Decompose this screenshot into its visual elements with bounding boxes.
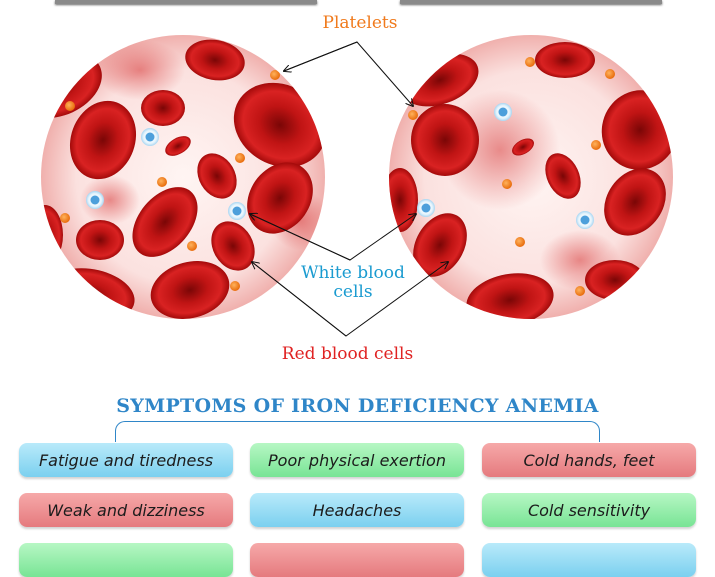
platelet xyxy=(605,69,615,79)
top-divider-left xyxy=(55,0,317,4)
white-blood-cell xyxy=(576,211,594,229)
red-cells-pointer-left xyxy=(252,262,347,337)
platelet xyxy=(575,286,585,296)
red-blood-cell xyxy=(211,221,255,271)
title-bracket xyxy=(115,421,600,442)
platelets-pointer xyxy=(283,41,413,106)
red-blood-cell xyxy=(69,100,137,180)
red-blood-cell xyxy=(247,162,313,234)
platelet xyxy=(408,110,418,120)
red-blood-cell xyxy=(585,260,645,300)
red-blood-cell xyxy=(165,136,191,156)
red-blood-cell xyxy=(389,168,418,232)
white-blood-cells-label: White blood cells xyxy=(288,264,418,302)
red-blood-cell xyxy=(132,187,198,257)
symptom-partial-1 xyxy=(19,543,233,577)
white-blood-cells-label-line2: cells xyxy=(333,282,373,302)
symptom-poor-exertion: Poor physical exertion xyxy=(250,443,464,477)
red-blood-cell xyxy=(185,39,245,81)
right-blood-sample xyxy=(389,35,673,319)
symptom-partial-2 xyxy=(250,543,464,577)
symptom-headaches: Headaches xyxy=(250,493,464,527)
platelet xyxy=(502,179,512,189)
red-blood-cell xyxy=(545,153,581,199)
white-blood-cell xyxy=(417,199,435,217)
symptom-cold-sensitivity: Cold sensitivity xyxy=(482,493,696,527)
white-cells-pointer-left xyxy=(250,214,351,261)
pointer-lines xyxy=(250,41,448,337)
platelet xyxy=(60,213,70,223)
white-blood-cell xyxy=(228,202,246,220)
platelet xyxy=(235,153,245,163)
platelet xyxy=(157,177,167,187)
red-blood-cell xyxy=(411,104,479,176)
platelets-pointer-left xyxy=(284,41,358,71)
white-blood-cell xyxy=(494,103,512,121)
red-blood-cell xyxy=(233,82,325,168)
platelet xyxy=(515,237,525,247)
platelet xyxy=(525,57,535,67)
platelet xyxy=(230,281,240,291)
white-blood-cell xyxy=(141,128,159,146)
platelet xyxy=(591,140,601,150)
white-blood-cell xyxy=(86,191,104,209)
red-blood-cell xyxy=(512,138,534,156)
symptom-cold-hands: Cold hands, feet xyxy=(482,443,696,477)
red-blood-cell xyxy=(150,261,230,319)
platelet xyxy=(187,241,197,251)
left-blood-sample xyxy=(41,35,325,319)
platelet xyxy=(65,101,75,111)
symptom-fatigue: Fatigue and tiredness xyxy=(19,443,233,477)
symptoms-title: SYMPTOMS OF IRON DEFICIENCY ANEMIA xyxy=(116,395,599,417)
red-blood-cell xyxy=(197,153,237,199)
white-blood-cells-label-line1: White blood xyxy=(301,263,405,283)
red-blood-cell xyxy=(413,213,467,277)
symptom-weak-dizziness: Weak and dizziness xyxy=(19,493,233,527)
red-blood-cell xyxy=(76,220,124,260)
red-blood-cell xyxy=(141,90,185,126)
symptom-partial-3 xyxy=(482,543,696,577)
platelets-label: Platelets xyxy=(322,13,398,33)
red-blood-cell xyxy=(535,42,595,78)
red-blood-cell xyxy=(41,205,63,265)
top-divider-right xyxy=(400,0,662,4)
red-blood-cells-label: Red blood cells xyxy=(281,344,414,364)
red-blood-cell xyxy=(604,168,666,236)
blood-cells-illustration xyxy=(41,35,673,337)
platelet xyxy=(270,70,280,80)
